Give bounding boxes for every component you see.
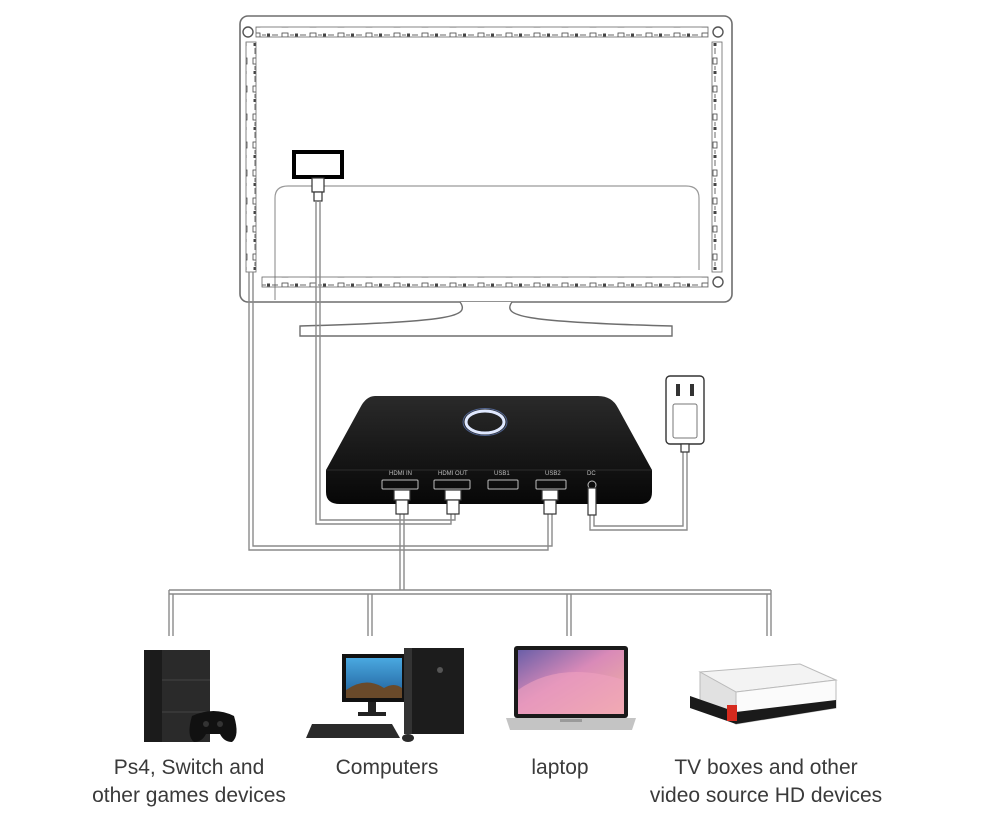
device-label-line: laptop: [531, 756, 589, 779]
port-label-hdmi-out: HDMI OUT: [438, 471, 468, 477]
device-label-line: Computers: [335, 756, 439, 779]
device-label-game-console: Ps4, Switch and other games devices: [74, 754, 304, 810]
tv-monitor-icon: [239, 15, 733, 337]
camera-icon: [292, 150, 344, 202]
game-console-icon: [144, 650, 237, 742]
device-label-line: other games devices: [92, 784, 286, 807]
led-strip: [242, 26, 724, 288]
desktop-computer-icon: [306, 648, 464, 742]
device-label-line: TV boxes and other: [674, 756, 858, 779]
port-label-usb1: USB1: [494, 471, 510, 477]
power-adapter-icon: [665, 375, 705, 453]
port-label-usb2: USB2: [545, 471, 561, 477]
power-ring-icon: [464, 409, 506, 435]
tv-box-icon: [690, 663, 838, 725]
device-label-line: Ps4, Switch and: [113, 756, 265, 779]
device-label-computers: Computers: [300, 754, 474, 782]
device-label-tv-box: TV boxes and other video source HD devic…: [636, 754, 896, 810]
plug-connectors: [393, 487, 597, 516]
device-label-laptop: laptop: [500, 754, 620, 782]
sync-box: HDMI IN HDMI OUT USB1 USB2 DC: [326, 396, 652, 504]
port-label-dc: DC: [587, 471, 596, 477]
laptop-icon: [506, 646, 636, 730]
device-label-line: video source HD devices: [649, 784, 883, 807]
cable-lines: [168, 201, 772, 636]
port-label-hdmi-in: HDMI IN: [389, 471, 412, 477]
